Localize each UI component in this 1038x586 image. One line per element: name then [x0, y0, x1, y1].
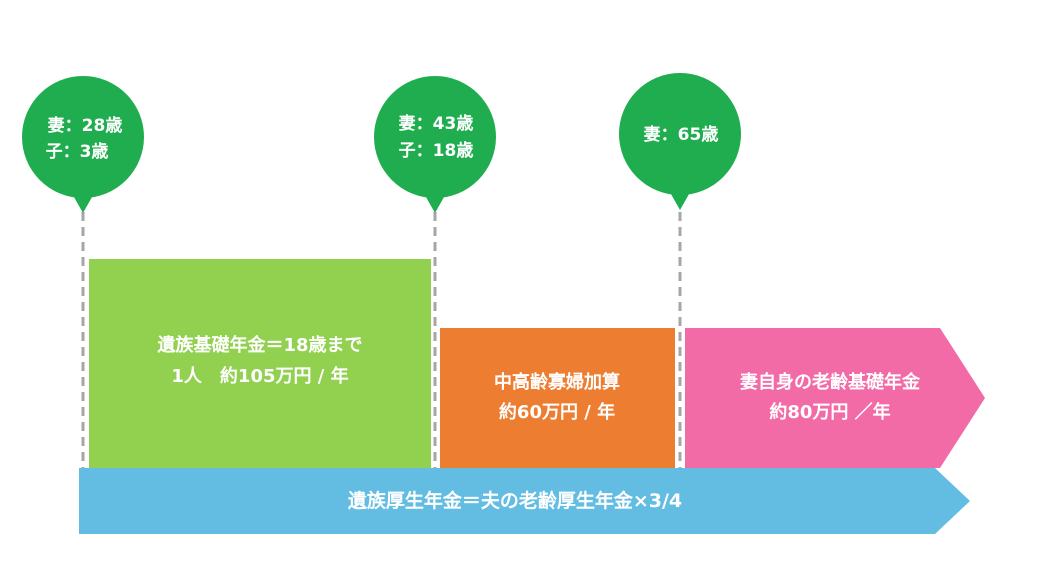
milestone-1-line1: 妻：28歳 [48, 115, 123, 136]
milestone-2-line1: 妻：43歳 [399, 113, 474, 134]
survivor-employees-pension-label: 遺族厚生年金＝夫の老齢厚生年金×3/4 [348, 489, 682, 512]
milestone-3-line1: 妻：65歳 [644, 124, 719, 145]
milestone-2-line2: 子：18歳 [399, 140, 474, 161]
milestone-pin-3: 妻：65歳 [619, 73, 741, 210]
milestone-1-line2: 子：3歳 [46, 141, 109, 162]
wife-old-age-pension-line2: 約80万円 ／年 [769, 401, 890, 423]
widow-addition-box [440, 328, 675, 468]
milestone-pin-2: 妻：43歳 子：18歳 [374, 76, 496, 213]
wife-old-age-pension-arrow [685, 328, 985, 468]
survivor-basic-pension-line2: 1人 約105万円 / 年 [171, 365, 348, 387]
wife-old-age-pension-line1: 妻自身の老齢基礎年金 [740, 371, 921, 393]
survivor-basic-pension-line1: 遺族基礎年金＝18歳まで [157, 334, 362, 356]
survivor-employees-pension-arrow [79, 468, 970, 534]
milestone-pin-1: 妻：28歳 子：3歳 [22, 76, 144, 213]
widow-addition-line1: 中高齢寡婦加算 [494, 371, 620, 393]
widow-addition-line2: 約60万円 / 年 [499, 401, 615, 423]
survivor-basic-pension-box [89, 259, 431, 468]
